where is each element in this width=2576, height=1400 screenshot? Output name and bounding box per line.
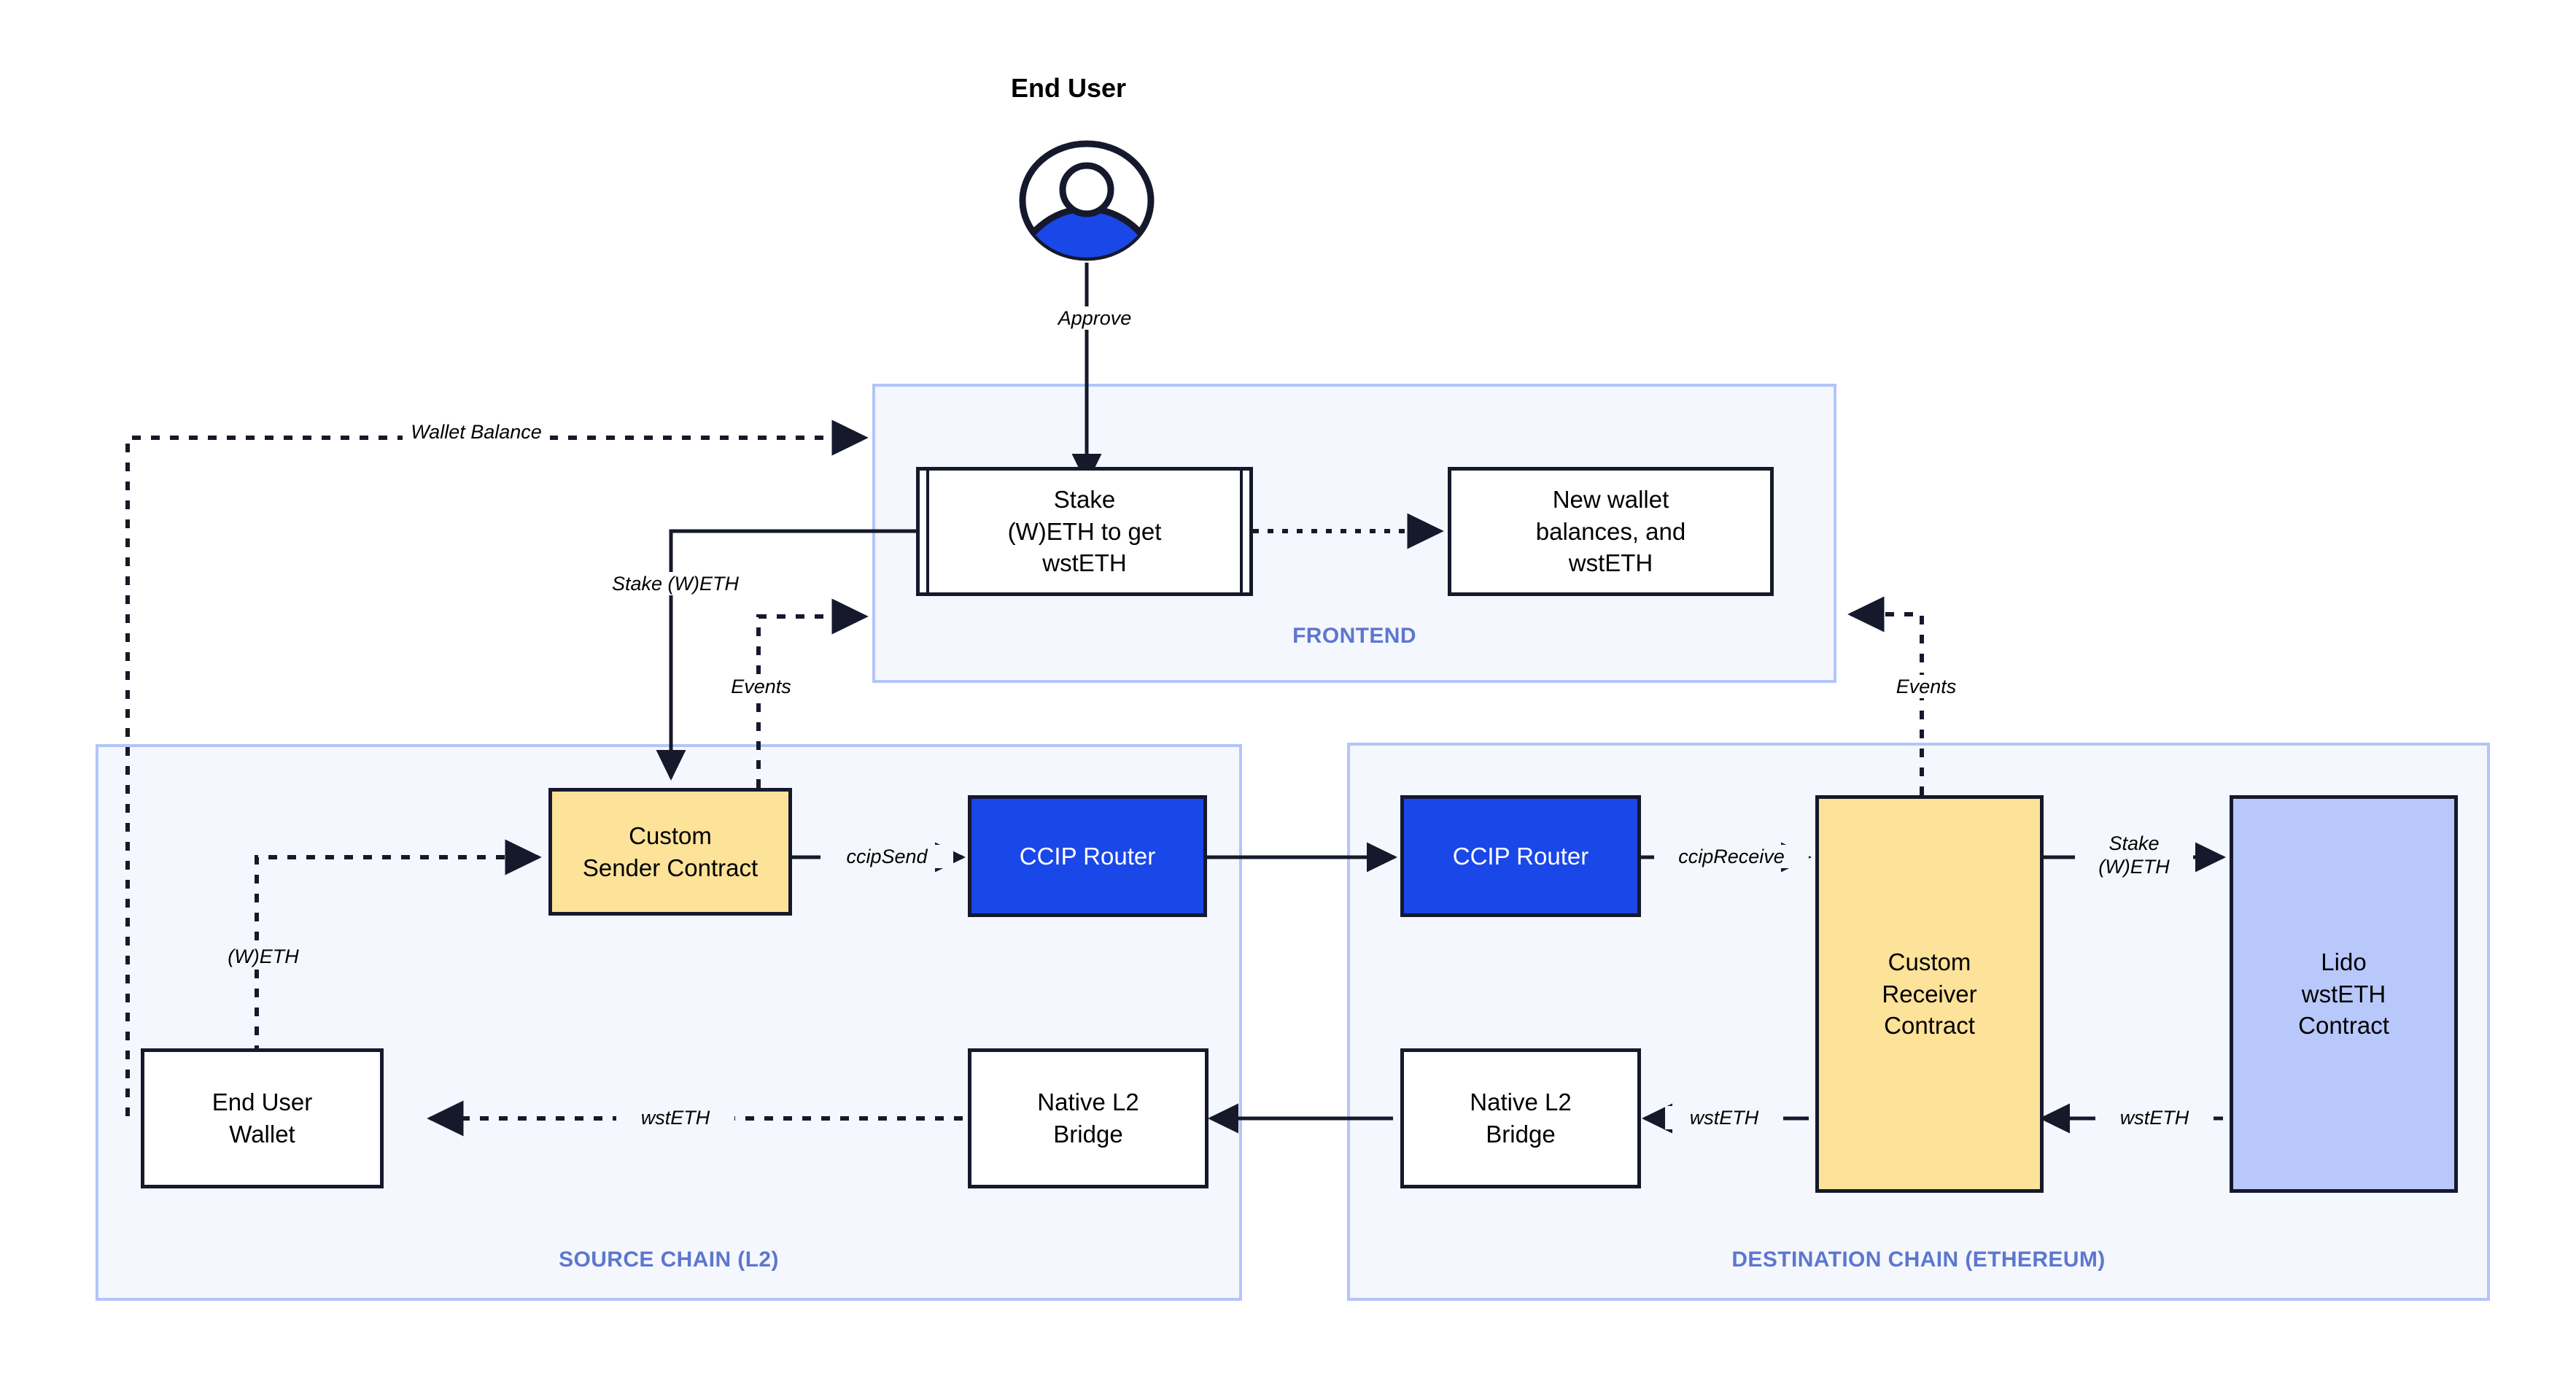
node-ccip-router-source[interactable]: CCIP Router (968, 795, 1207, 917)
node-end-user-wallet[interactable]: End User Wallet (141, 1048, 384, 1188)
node-label: End User Wallet (212, 1088, 313, 1148)
edge-label-wallet-balance: Wallet Balance (403, 420, 550, 444)
edge-label-approve: Approve (1039, 306, 1150, 330)
page-title: End User (1011, 73, 1127, 103)
edge-label-ccip-send: ccipSend (820, 845, 953, 869)
node-label: Native L2 Bridge (1037, 1088, 1139, 1148)
node-label: Custom Sender Contract (582, 821, 759, 881)
node-stake-form[interactable]: Stake (W)ETH to get wstETH (916, 467, 1253, 596)
edge-label-wsteth-from-lido: wstETH (2095, 1106, 2214, 1130)
node-new-wallet-balances[interactable]: New wallet balances, and wstETH (1448, 467, 1774, 596)
node-native-l2-bridge-destination[interactable]: Native L2 Bridge (1400, 1048, 1641, 1188)
edge-label-stake-weth: Stake (W)ETH (597, 572, 754, 596)
node-label: Custom Receiver Contract (1882, 948, 1977, 1040)
group-label-source-chain: SOURCE CHAIN (L2) (559, 1248, 779, 1272)
edge-label-stake-weth-destination: Stake (W)ETH (2075, 832, 2193, 879)
edge-label-events-destination: Events (1867, 675, 1985, 699)
node-label: CCIP Router (1019, 842, 1156, 870)
group-label-frontend: FRONTEND (1292, 624, 1416, 648)
edge-label-weth-transfer: (W)ETH (204, 945, 322, 969)
edge-label-events-source: Events (704, 675, 818, 699)
node-lido-wsteth-contract[interactable]: Lido wstETH Contract (2230, 795, 2458, 1193)
node-native-l2-bridge-source[interactable]: Native L2 Bridge (968, 1048, 1209, 1188)
node-label: Native L2 Bridge (1470, 1088, 1572, 1148)
node-label: Lido wstETH Contract (2298, 948, 2389, 1040)
node-custom-receiver-contract[interactable]: Custom Receiver Contract (1815, 795, 2044, 1193)
node-custom-sender-contract[interactable]: Custom Sender Contract (548, 788, 792, 916)
edge-label-wsteth-to-bridge: wstETH (1665, 1106, 1783, 1130)
edge-label-ccip-receive: ccipReceive (1654, 845, 1809, 869)
edge-label-wsteth-to-wallet: wstETH (616, 1106, 734, 1130)
node-label: New wallet balances, and wstETH (1535, 485, 1686, 577)
node-label: CCIP Router (1452, 842, 1589, 870)
node-ccip-router-destination[interactable]: CCIP Router (1400, 795, 1641, 917)
group-label-destination-chain: DESTINATION CHAIN (ETHEREUM) (1731, 1248, 2106, 1272)
user-avatar-icon (1015, 139, 1158, 263)
node-label: Stake (W)ETH to get wstETH (1007, 485, 1162, 577)
